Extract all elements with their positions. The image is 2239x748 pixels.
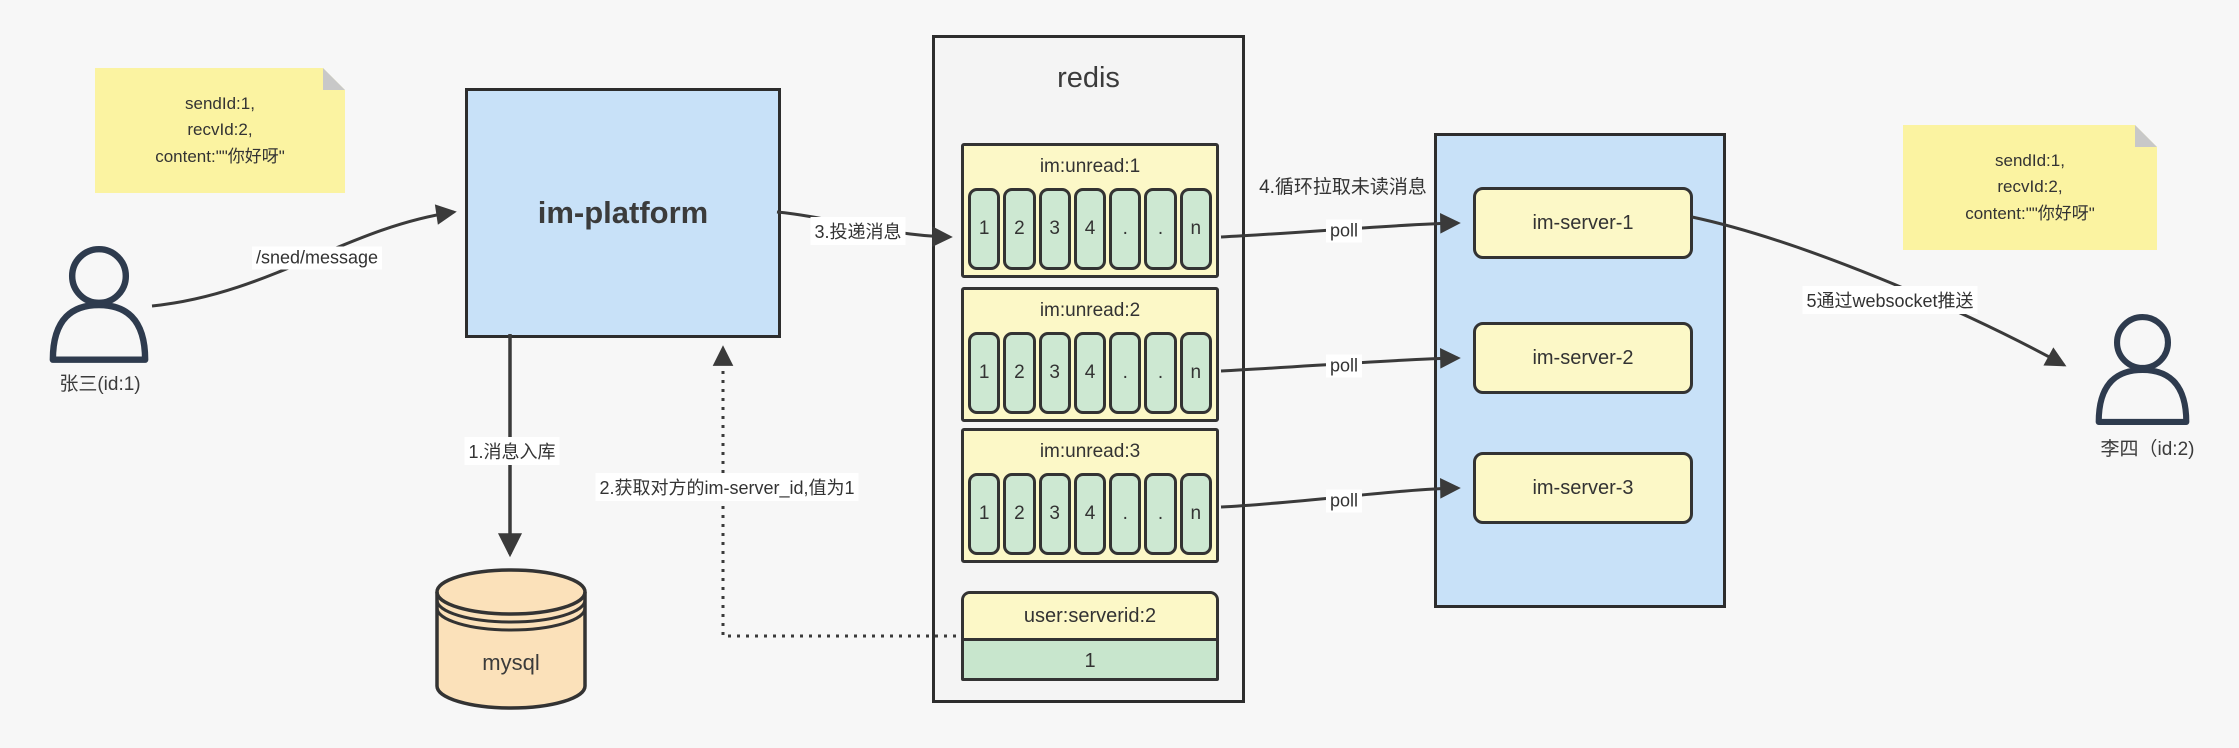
queue-cell: n: [1179, 332, 1212, 414]
im-platform-label: im-platform: [537, 195, 709, 230]
receiver-avatar-icon: [2095, 314, 2190, 425]
sender-note-text: sendId:1, recvId:2, content:""你好呀": [155, 93, 285, 166]
queue-cell: 1: [968, 473, 1001, 555]
receiver-note-text: sendId:1, recvId:2, content:""你好呀": [1965, 150, 2095, 223]
queue-cell: 2: [1003, 188, 1036, 270]
sender-label: 张三(id:1): [59, 374, 141, 395]
queue-cells: 1 2 3 4 . . n: [964, 188, 1216, 274]
queue-im-unread-1: im:unread:1 1 2 3 4 . . n: [961, 143, 1219, 278]
queue-cell: 4: [1073, 332, 1107, 414]
sender-avatar-icon: [49, 246, 149, 363]
user-serverid-value: 1: [964, 638, 1216, 678]
im-server-3-node: im-server-3: [1473, 452, 1693, 524]
im-server-2-label: im-server-2: [1532, 346, 1634, 369]
queue-cell: n: [1179, 473, 1212, 555]
label-step5: 5通过websocket推送: [1802, 286, 1978, 314]
im-server-3-label: im-server-3: [1532, 476, 1634, 499]
queue-cell: 3: [1038, 332, 1071, 414]
queue-cell: 4: [1073, 473, 1107, 555]
queue-cell: 3: [1038, 188, 1071, 270]
label-poll-3: poll: [1325, 489, 1363, 513]
receiver-label: 李四（id:2): [2100, 439, 2195, 460]
queue-cells: 1 2 3 4 . . n: [964, 332, 1216, 418]
queue-cell: .: [1144, 473, 1177, 555]
mysql-database-icon: [435, 568, 587, 710]
mysql-label: mysql: [482, 650, 540, 675]
queue-cell: .: [1144, 332, 1177, 414]
label-poll-1: poll: [1325, 219, 1363, 243]
label-step4: 4.循环拉取未读消息: [1259, 177, 1427, 199]
redis-title: redis: [1057, 62, 1120, 94]
queue-cell: n: [1179, 188, 1212, 270]
im-platform-node: im-platform: [465, 88, 781, 338]
queue-cell: 4: [1073, 188, 1107, 270]
queue-title: im:unread:3: [1039, 441, 1141, 462]
receiver-note: sendId:1, recvId:2, content:""你好呀": [1903, 125, 2157, 250]
queue-im-unread-2: im:unread:2 1 2 3 4 . . n: [961, 287, 1219, 422]
queue-cell: 2: [1003, 332, 1036, 414]
label-poll-2: poll: [1325, 354, 1363, 378]
label-step1: 1.消息入库: [464, 437, 560, 465]
im-server-2-node: im-server-2: [1473, 322, 1693, 394]
user-serverid-box: user:serverid:2 1: [961, 591, 1219, 681]
queue-cell: .: [1109, 188, 1142, 270]
label-send-api: /sned/message: [251, 246, 383, 270]
redis-panel: redis im:unread:1 1 2 3 4 . . n im:unrea…: [932, 35, 1245, 703]
im-server-1-node: im-server-1: [1473, 187, 1693, 259]
label-step3: 3.投递消息: [810, 217, 906, 245]
queue-cell: .: [1109, 332, 1142, 414]
queue-cell: 1: [968, 188, 1001, 270]
queue-cell: 3: [1038, 473, 1071, 555]
im-server-cluster-panel: im-server-1 im-server-2 im-server-3: [1434, 133, 1726, 608]
im-server-1-label: im-server-1: [1532, 211, 1634, 234]
user-serverid-title: user:serverid:2: [964, 594, 1216, 638]
queue-cell: 1: [968, 332, 1001, 414]
sender-note: sendId:1, recvId:2, content:""你好呀": [95, 68, 345, 193]
queue-cells: 1 2 3 4 . . n: [964, 473, 1216, 559]
queue-cell: .: [1144, 188, 1177, 270]
queue-title: im:unread:1: [1039, 156, 1141, 177]
queue-cell: 2: [1003, 473, 1036, 555]
label-step2: 2.获取对方的im-server_id,值为1: [595, 473, 859, 501]
queue-im-unread-3: im:unread:3 1 2 3 4 . . n: [961, 428, 1219, 563]
queue-title: im:unread:2: [1039, 300, 1141, 321]
queue-cell: .: [1109, 473, 1142, 555]
